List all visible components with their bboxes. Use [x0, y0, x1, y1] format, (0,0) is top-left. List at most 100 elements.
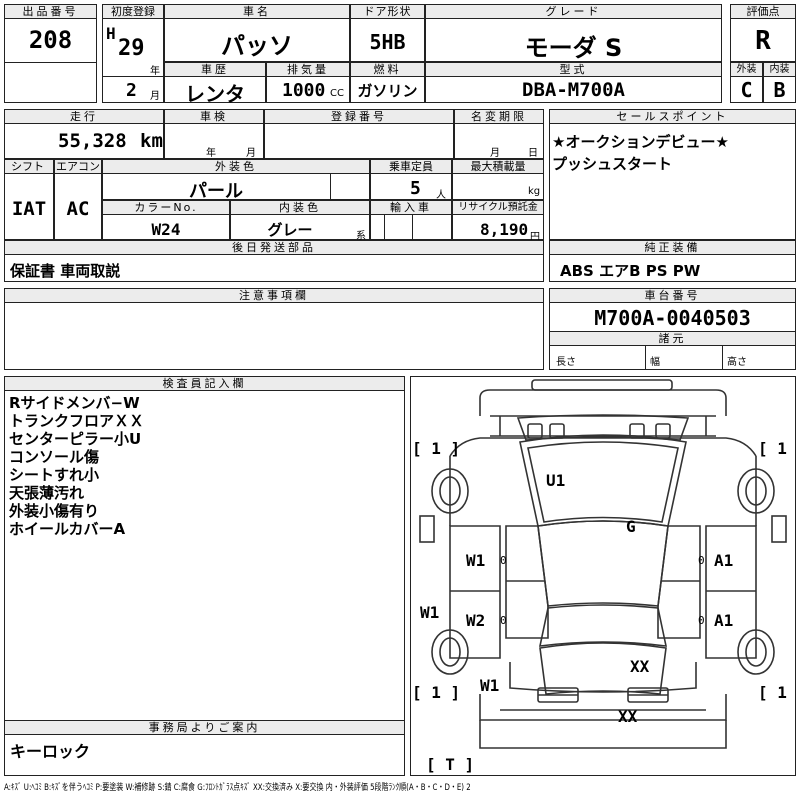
car-history-value: レンタ: [185, 82, 245, 106]
mark-windshield: G: [626, 517, 636, 536]
inspection-month-unit: 月: [246, 148, 256, 159]
capacity-unit: 人: [436, 190, 446, 201]
mark-roof: U1: [546, 471, 565, 490]
model-type-header: 型式: [425, 62, 722, 77]
sales-point-line-2: プッシュスタート: [552, 155, 673, 173]
spare-tire-mark: [ T ]: [426, 755, 474, 774]
shift-header: シフト: [4, 159, 54, 174]
legend-text: A:ｷｽﾞ U:ﾍｺﾐ B:ｷｽﾞを伴うﾍｺﾐ P:要塗装 W:補修跡 S:錆 …: [4, 782, 602, 794]
displacement-unit: CC: [330, 88, 344, 99]
grade-header: グレード: [425, 4, 722, 19]
import-header: 輸入車: [370, 200, 452, 215]
recycle-value: 8,190: [480, 220, 529, 239]
interior-color-unit: 系: [356, 231, 366, 242]
registration-number-header: 登録番号: [264, 109, 454, 124]
width-label: 幅: [650, 357, 660, 368]
recycle-unit: 円: [530, 232, 540, 243]
inspector-note: 天張薄汚れ: [9, 484, 85, 502]
length-label: 長さ: [556, 357, 576, 368]
exterior-score-header: 外装: [730, 62, 763, 77]
year-unit: 年: [150, 66, 160, 77]
mileage-value: 55,328: [58, 130, 127, 152]
capacity-header: 乗車定員: [370, 159, 452, 174]
tire-rl-mark: [ 1 ]: [412, 683, 460, 702]
interior-score-header: 内装: [763, 62, 796, 77]
lot-number-header: 出品番号: [4, 4, 97, 19]
shift-value: IAT: [11, 198, 47, 220]
interior-score-value: B: [773, 78, 786, 102]
inspector-notes-header: 検査員記入欄: [4, 376, 405, 391]
mark-left-front-door: W1: [466, 551, 485, 570]
caution-header: 注意事項欄: [4, 288, 544, 303]
mark-left-rear-panel: W1: [480, 676, 499, 695]
car-history-header: 車歴: [164, 62, 266, 77]
max-load-unit: kg: [528, 186, 541, 197]
later-parts-header: 後日発送部品: [4, 240, 544, 255]
mark-left-rear-door: W2: [466, 611, 485, 630]
year-value: 29: [118, 36, 145, 61]
interior-color-header: 内装色: [230, 200, 370, 215]
inspector-note: コンソール傷: [9, 448, 100, 466]
chassis-header: 車台番号: [549, 288, 796, 303]
inspector-note: 外装小傷有り: [9, 502, 100, 520]
displacement-value: 1000: [282, 80, 326, 101]
mark-trunk-floor: XX: [630, 657, 650, 676]
month-value: 2: [126, 80, 137, 101]
mark-rear-bumper: XX: [618, 707, 638, 726]
height-label: 高さ: [727, 357, 747, 368]
equipment-header: 純正装備: [549, 240, 796, 255]
interior-color-value: グレー: [267, 221, 313, 239]
mark-right-rear-door: A1: [714, 611, 733, 630]
inspector-note: Rサイドメンバ−W: [9, 394, 140, 412]
door-marker: 0: [698, 554, 705, 567]
sales-point-box: [549, 109, 796, 240]
capacity-value: 5: [410, 178, 421, 199]
tire-fr-mark: [ 1 ]: [758, 439, 796, 458]
mileage-unit: km: [140, 130, 163, 152]
inspection-year-unit: 年: [206, 148, 216, 159]
door-marker: 0: [500, 554, 507, 567]
model-type-value: DBA-M700A: [522, 79, 625, 101]
inspector-note: ホイールカバーA: [9, 520, 126, 538]
score-header: 評価点: [730, 4, 796, 19]
door-value: 5HB: [369, 30, 406, 54]
tire-fl-mark: [ 1 ]: [412, 439, 460, 458]
fuel-header: 燃料: [350, 62, 425, 77]
mileage-header: 走行: [4, 109, 164, 124]
inspector-note: トランクフロアＸＸ: [9, 412, 145, 430]
aircon-value: AC: [66, 198, 90, 220]
specs-header: 諸元: [549, 331, 796, 346]
legend-line: A:ｷｽﾞ U:ﾍｺﾐ B:ｷｽﾞを伴うﾍｺﾐ P:要塗装 W:補修跡 S:錆 …: [4, 783, 471, 793]
office-header: 事務局よりご案内: [4, 720, 405, 735]
mark-right-front-door: A1: [714, 551, 733, 570]
door-marker: 0: [698, 614, 705, 627]
later-parts-value: 保証書 車両取説: [10, 262, 121, 280]
max-load-header: 最大積載量: [452, 159, 544, 174]
aircon-header: エアコン: [54, 159, 102, 174]
sales-point-header: セールスポイント: [549, 109, 796, 124]
recycle-header: リサイクル預託金: [452, 200, 544, 215]
equipment-value: ABS エアB PS PW: [560, 262, 701, 280]
rename-day-unit: 日: [528, 148, 538, 159]
office-note: キーロック: [10, 742, 91, 761]
car-diagram-box: [410, 376, 796, 776]
month-unit: 月: [150, 91, 160, 102]
door-marker: 0: [500, 614, 507, 627]
inspector-note: センターピラー小U: [9, 430, 142, 448]
exterior-color-value: パール: [189, 181, 243, 202]
score-value: R: [755, 26, 771, 56]
color-number-header: カラーNo.: [102, 200, 230, 215]
fuel-value: ガソリン: [357, 82, 418, 100]
tire-rr-mark: [ 1 ]: [758, 683, 796, 702]
grade-value: モーダ S: [524, 34, 623, 62]
car-name-header: 車名: [164, 4, 350, 19]
first-registration-header: 初度登録: [102, 4, 164, 19]
inspector-notes-list: Rサイドメンバ−W トランクフロアＸＸ センターピラー小U コンソール傷 シート…: [9, 394, 144, 538]
exterior-color-header: 外装色: [102, 159, 370, 174]
color-number-value: W24: [151, 220, 181, 239]
era-value: H: [106, 24, 116, 43]
inspection-header: 車検: [164, 109, 264, 124]
sales-point-line-1: ★オークションデビュー★: [552, 133, 729, 151]
rename-deadline-header: 名変期限: [454, 109, 544, 124]
displacement-header: 排気量: [266, 62, 350, 77]
